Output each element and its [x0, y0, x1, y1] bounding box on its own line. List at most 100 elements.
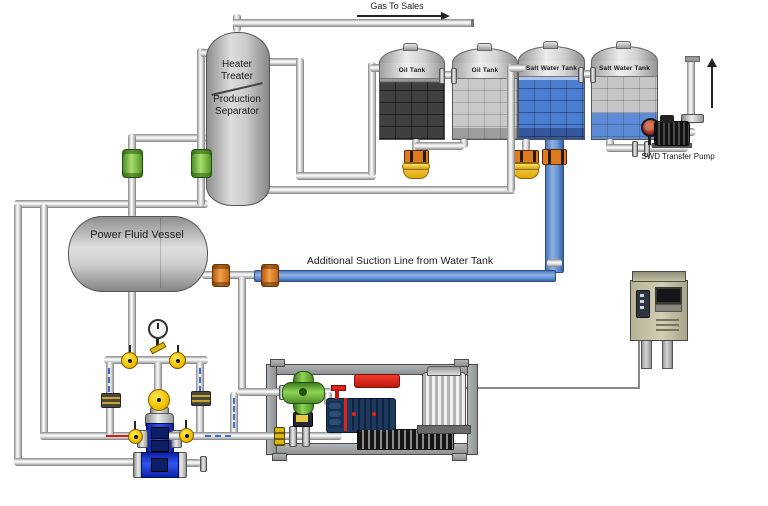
salt-water-tank-1: Salt Water Tank — [518, 46, 585, 140]
valve-stem — [134, 421, 136, 429]
gas-flow-arrow-line — [357, 15, 441, 17]
manifold-pipe — [154, 362, 162, 392]
oil-tank-1: Oil Tank — [379, 48, 445, 140]
gas-pipe — [233, 19, 474, 27]
red-valve-stem — [335, 389, 339, 399]
flange — [451, 68, 457, 84]
production-separator-label: Production Separator — [213, 94, 261, 117]
flange — [200, 456, 207, 472]
gauge-stem — [648, 134, 651, 145]
skid-foot — [272, 453, 287, 461]
skid-frame-right — [467, 364, 478, 455]
pipe-segment — [128, 288, 136, 360]
valve-stem — [177, 345, 179, 353]
skid-tab — [454, 359, 469, 367]
pump-red-stripe — [344, 398, 347, 431]
brass-fitting — [274, 427, 285, 446]
wellhead-port — [151, 440, 169, 452]
drain-pot — [512, 162, 540, 179]
tank-vent-cap — [616, 41, 631, 49]
control-wire — [466, 387, 640, 389]
water-inlet-pipe — [262, 186, 515, 194]
pump-indicator-dot — [352, 412, 356, 416]
orange-valve — [261, 264, 279, 287]
flange — [578, 67, 584, 83]
wellhead-port — [151, 427, 169, 439]
gas-flow-arrow-head — [441, 12, 450, 20]
panel-leg — [662, 338, 673, 369]
flow-indicator — [108, 368, 110, 392]
suction-line-label: Additional Suction Line from Water Tank — [306, 255, 494, 267]
wellhead-base-port — [151, 458, 168, 472]
gauge-valve-handle — [149, 341, 167, 355]
flow-indicator — [233, 398, 235, 428]
gauge-stem — [156, 337, 159, 347]
pipe-segment — [14, 200, 208, 208]
electric-motor — [422, 372, 466, 428]
discharge-pipe-cap — [685, 56, 700, 62]
green-valve — [122, 149, 143, 178]
flange-coupling — [302, 426, 310, 447]
separator-vessel — [206, 32, 270, 206]
tank-body — [379, 78, 445, 140]
valve-stem — [129, 345, 131, 353]
tank-connector-pipe — [580, 70, 594, 78]
valve-stem — [185, 420, 187, 428]
red-nameplate — [354, 374, 400, 388]
power-fluid-vessel — [68, 216, 208, 292]
flow-indicator-red — [106, 435, 130, 437]
panel-display — [655, 287, 682, 304]
swd-pump-label: SWD Transfer Pump — [641, 152, 715, 161]
control-wire — [638, 340, 640, 388]
flange — [590, 67, 596, 83]
pipe-segment — [40, 204, 48, 436]
water-inlet-pipe — [509, 64, 525, 72]
panel-slot — [655, 304, 682, 312]
pump-indicator-dot — [372, 412, 376, 416]
orange-coupling — [542, 149, 567, 165]
flange — [439, 68, 445, 84]
flange — [644, 141, 650, 157]
skid-tab — [270, 359, 285, 367]
panel-vents — [656, 319, 679, 331]
tank-label: Oil Tank — [379, 63, 445, 78]
flange-coupling — [101, 393, 121, 408]
tank-outlet-pipe — [460, 139, 468, 148]
oil-inlet-pipe — [368, 62, 376, 176]
tank-vent-cap — [543, 41, 558, 49]
flange-coupling — [191, 391, 211, 406]
vessel-seam — [160, 218, 161, 288]
pump-cylinder-cap — [329, 419, 341, 425]
skid-foot — [452, 453, 467, 461]
gas-pipe-end-cap — [471, 19, 474, 27]
pipe-segment — [168, 432, 342, 440]
tank-connector-pipe — [441, 71, 455, 79]
pipe-segment — [128, 134, 207, 142]
pipe-segment — [197, 48, 205, 206]
panel-keypad-buttons — [640, 294, 644, 312]
heater-treater-label: Heater Treater — [221, 59, 253, 82]
suction-pipe-blue — [254, 270, 556, 282]
flow-indicator — [199, 368, 201, 392]
gas-to-sales-label: Gas To Sales — [370, 1, 424, 11]
flow-indicator — [205, 435, 231, 437]
yellow-valve — [128, 429, 143, 444]
yellow-valve-main — [148, 389, 170, 411]
tank-body — [452, 78, 518, 140]
motor-fin-base — [357, 429, 454, 450]
pipe-segment — [238, 277, 246, 392]
manifold-pipe — [104, 356, 208, 364]
discharge-pipe — [687, 60, 695, 124]
motor-top-cap — [427, 366, 461, 376]
tank-label: Salt Water Tank — [518, 61, 585, 76]
drain-pot — [402, 162, 430, 179]
yellow-valve — [169, 352, 186, 369]
tank-label: Salt Water Tank — [591, 61, 658, 76]
swd-pump-cap — [660, 115, 674, 123]
pump-cylinder-cap — [329, 403, 341, 409]
skid-gauge-screen — [296, 415, 308, 422]
oil-inlet-pipe — [296, 172, 376, 180]
pipe-segment — [14, 204, 22, 462]
yellow-valve — [121, 352, 138, 369]
